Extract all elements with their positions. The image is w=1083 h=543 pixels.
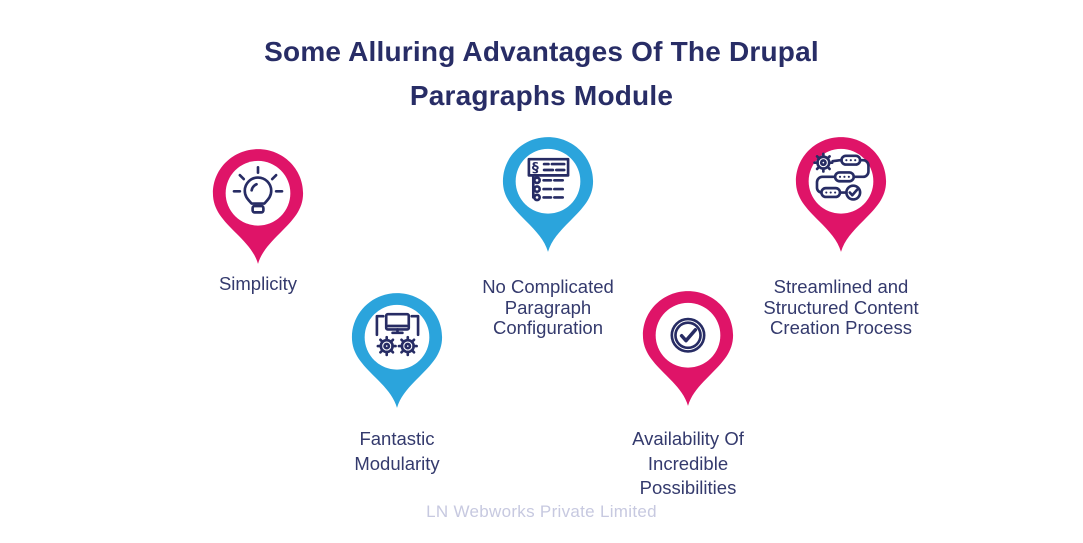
svg-text:§: § [532, 160, 539, 176]
footer-company-name: LN Webworks Private Limited [426, 502, 657, 521]
page-title-line2: Paragraphs Module [409, 80, 674, 111]
pin-label-availability-possibilities: Availability Of Incredible Possibilities [632, 428, 744, 498]
pin-label-streamlined-structured-content: Streamlined and Structured Content Creat… [763, 276, 919, 338]
workflow-process-icon [813, 152, 870, 201]
check-circle-icon [670, 317, 706, 353]
map-pin [351, 293, 443, 408]
pin-label-fantastic-modularity: Fantastic Modularity [354, 428, 440, 474]
paragraph-list-icon: § [527, 157, 570, 202]
pin-fantastic-modularity: Fantastic Modularity [348, 290, 446, 474]
page-title: Some Alluring Advantages Of The Drupal P… [0, 30, 1083, 118]
pin-no-complicated-paragraph-configuration: § No Complicated Paragraph Configuration [482, 134, 614, 338]
map-pin [212, 149, 304, 264]
map-pin [642, 291, 734, 406]
map-pin: § [502, 137, 594, 252]
pin-label-simplicity: Simplicity [218, 273, 298, 294]
lightbulb-icon [232, 165, 284, 214]
monitor-gears-icon [375, 312, 420, 357]
pin-streamlined-structured-content: Streamlined and Structured Content Creat… [763, 134, 919, 338]
pin-availability-possibilities: Availability Of Incredible Possibilities [632, 288, 744, 498]
pin-label-no-complicated-paragraph-configuration: No Complicated Paragraph Configuration [482, 276, 614, 338]
map-pin [795, 137, 887, 252]
page-title-line1: Some Alluring Advantages Of The Drupal [264, 36, 819, 67]
pin-simplicity: Simplicity [209, 146, 307, 294]
